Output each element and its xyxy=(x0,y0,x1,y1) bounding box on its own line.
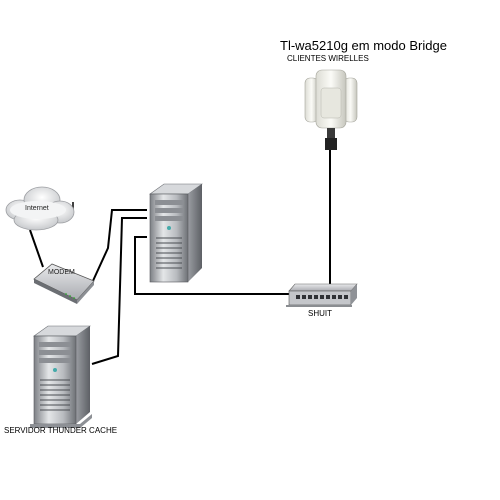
internet-label: Internet xyxy=(25,205,49,212)
cache-server-tower-icon xyxy=(30,325,92,428)
cable-modem-server xyxy=(91,209,147,284)
cloud-icon xyxy=(5,186,75,231)
modem-label: MODEM xyxy=(48,269,75,276)
server-tower-icon xyxy=(149,183,203,283)
cable-cache-server xyxy=(91,217,147,365)
switch-label: SHUIT xyxy=(308,309,332,318)
network-cables xyxy=(29,150,331,365)
modem-icon xyxy=(33,263,95,304)
access-point-icon xyxy=(304,69,358,150)
cache-server-label: SERVIDOR THUNDER CACHE xyxy=(4,426,118,435)
access-point-label: CLIENTES WIRELLES xyxy=(287,54,369,63)
cable-internet-modem xyxy=(29,229,44,268)
diagram-title: Tl-wa5210g em modo Bridge xyxy=(280,38,447,53)
switch-icon xyxy=(286,283,358,307)
cable-server-switch xyxy=(134,236,290,295)
